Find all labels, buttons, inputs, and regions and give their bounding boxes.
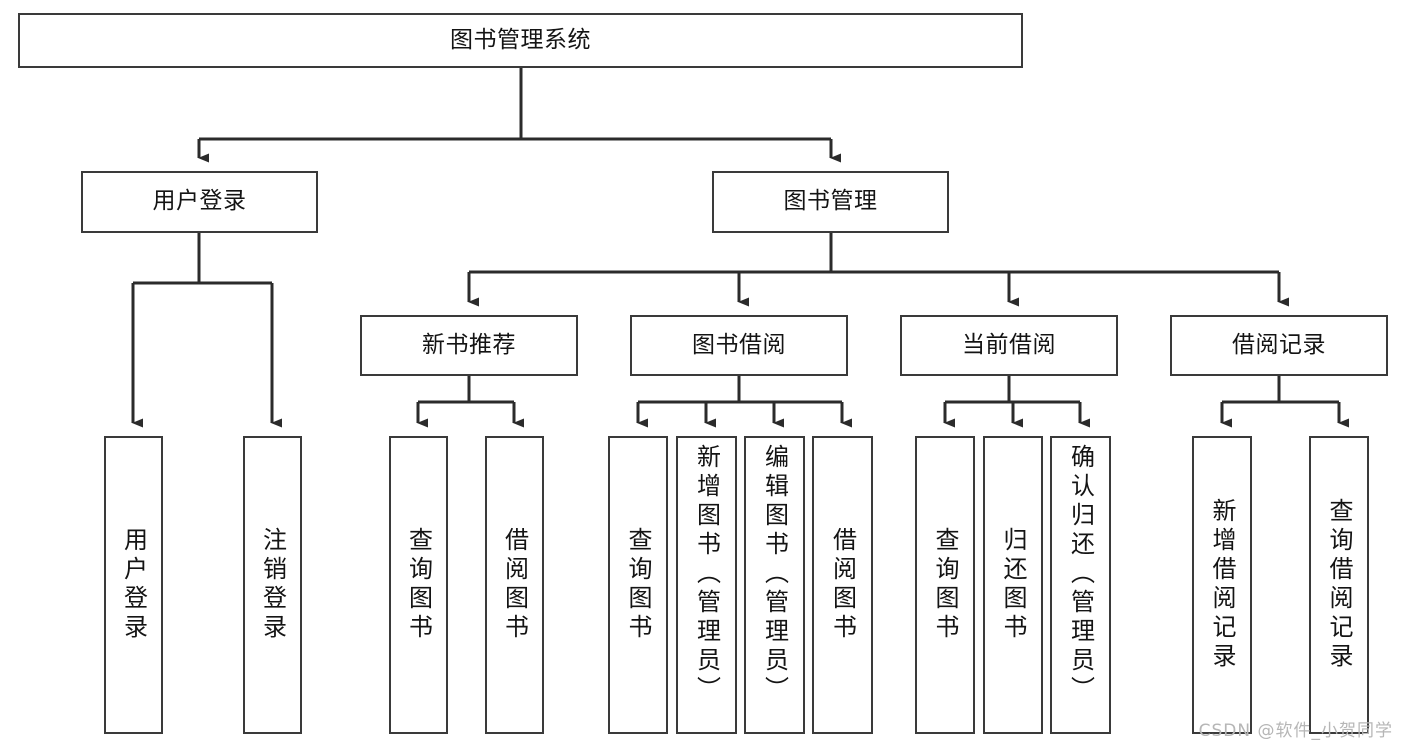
node-leaf-new-book-borrow-label: 借阅图书	[500, 527, 529, 643]
node-leaf-current-borrow-query[interactable]: 查询图书	[915, 436, 975, 734]
node-leaf-borrow-record-query[interactable]: 查询借阅记录	[1309, 436, 1369, 734]
node-leaf-new-book-query[interactable]: 查询图书	[389, 436, 448, 734]
node-current-borrow-label: 当前借阅	[962, 331, 1056, 358]
node-root-system-label: 图书管理系统	[450, 26, 591, 53]
node-leaf-book-borrow-edit[interactable]: 编辑图书（管理员）	[744, 436, 805, 734]
node-leaf-borrow-record-query-label: 查询借阅记录	[1325, 498, 1353, 672]
node-leaf-book-borrow-query-label: 查询图书	[624, 527, 652, 643]
node-book-management[interactable]: 图书管理	[712, 171, 949, 233]
node-root-system[interactable]: 图书管理系统	[18, 13, 1023, 68]
node-leaf-user-login-signout[interactable]: 注销登录	[243, 436, 302, 734]
node-leaf-book-borrow-lend-label: 借阅图书	[828, 527, 857, 643]
node-leaf-current-borrow-confirm-label: 确认归还（管理员）	[1066, 444, 1095, 705]
node-leaf-user-login-signout-label: 注销登录	[258, 527, 287, 643]
node-leaf-user-login-signin-label: 用户登录	[119, 527, 148, 643]
node-user-login-label: 用户登录	[152, 188, 247, 215]
node-leaf-book-borrow-lend[interactable]: 借阅图书	[812, 436, 873, 734]
node-book-borrow-label: 图书借阅	[692, 331, 786, 358]
node-book-borrow[interactable]: 图书借阅	[630, 315, 848, 376]
node-leaf-borrow-record-add-label: 新增借阅记录	[1208, 498, 1236, 672]
node-leaf-book-borrow-add-label: 新增图书（管理员）	[692, 444, 721, 705]
node-leaf-book-borrow-edit-label: 编辑图书（管理员）	[760, 444, 789, 705]
node-leaf-new-book-query-label: 查询图书	[404, 527, 433, 643]
node-leaf-current-borrow-confirm[interactable]: 确认归还（管理员）	[1050, 436, 1111, 734]
node-leaf-user-login-signin[interactable]: 用户登录	[104, 436, 163, 734]
node-leaf-book-borrow-add[interactable]: 新增图书（管理员）	[676, 436, 737, 734]
node-book-management-label: 图书管理	[783, 188, 878, 215]
node-current-borrow[interactable]: 当前借阅	[900, 315, 1118, 376]
node-leaf-borrow-record-add[interactable]: 新增借阅记录	[1192, 436, 1252, 734]
node-new-book-recommend-label: 新书推荐	[422, 331, 516, 358]
node-leaf-new-book-borrow[interactable]: 借阅图书	[485, 436, 544, 734]
node-new-book-recommend[interactable]: 新书推荐	[360, 315, 578, 376]
node-borrow-record-label: 借阅记录	[1232, 331, 1326, 358]
node-leaf-current-borrow-query-label: 查询图书	[931, 527, 959, 643]
node-leaf-current-borrow-return[interactable]: 归还图书	[983, 436, 1043, 734]
node-leaf-current-borrow-return-label: 归还图书	[999, 527, 1027, 643]
node-leaf-book-borrow-query[interactable]: 查询图书	[608, 436, 668, 734]
node-borrow-record[interactable]: 借阅记录	[1170, 315, 1388, 376]
node-user-login[interactable]: 用户登录	[81, 171, 318, 233]
